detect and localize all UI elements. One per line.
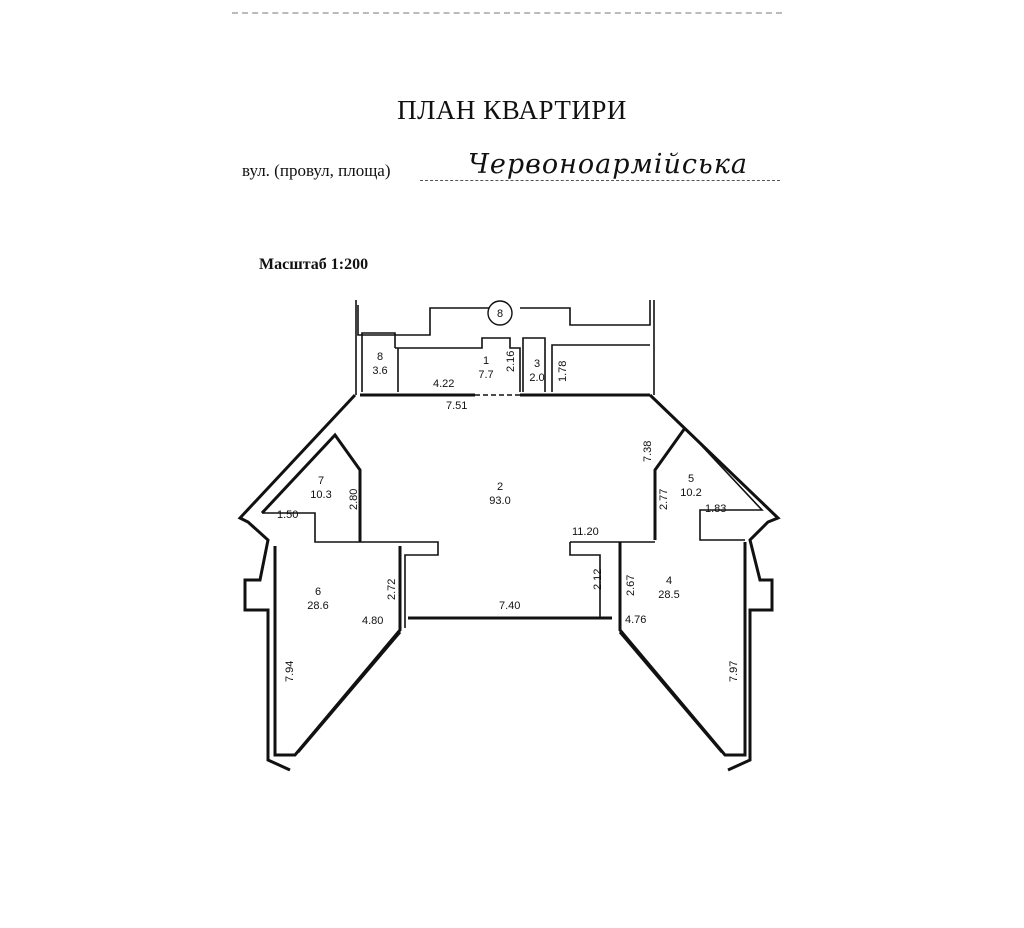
dimension: 2.16 <box>505 351 517 372</box>
room-2-number: 2 <box>497 481 503 493</box>
right-rooms <box>618 427 764 757</box>
room-8-area: 3.6 <box>372 365 387 377</box>
left-rooms <box>260 432 439 757</box>
room-6-area: 28.6 <box>307 600 328 612</box>
dimension: 7.51 <box>446 400 467 412</box>
page-edge <box>232 12 782 14</box>
room-2-area: 93.0 <box>489 495 510 507</box>
dimension: 7.38 <box>642 441 654 462</box>
dimension: 11.20 <box>572 526 599 538</box>
dimension: 1.50 <box>277 509 298 521</box>
top-rooms <box>360 332 650 397</box>
room-labels: 1 7.7 2 93.0 3 2.0 4 28.5 5 10.2 6 28.6 … <box>307 351 701 612</box>
room-6-number: 6 <box>315 586 321 598</box>
room-8-number: 8 <box>377 351 383 363</box>
dimension: 2.80 <box>348 489 360 510</box>
dimension: 4.22 <box>433 378 454 390</box>
document-title: ПЛАН КВАРТИРИ <box>397 95 627 125</box>
room-3-number: 3 <box>534 358 540 370</box>
street-label: вул. (провул, площа) <box>242 161 391 180</box>
street-underline <box>420 180 780 181</box>
street-field: вул. (провул, площа) Червоноармійська <box>240 149 780 185</box>
dimension: 2.77 <box>658 489 670 510</box>
axis-marker: 8 <box>487 300 513 326</box>
room-1-area: 7.7 <box>478 369 493 381</box>
dimension: 1.78 <box>557 361 569 382</box>
street-value-handwritten: Червоноармійська <box>468 149 748 180</box>
dimension: 4.80 <box>362 615 383 627</box>
room-4-area: 28.5 <box>658 589 679 601</box>
center-bottom <box>408 541 655 620</box>
room-1-number: 1 <box>483 355 489 367</box>
scale-label: Масштаб 1:200 <box>259 256 369 273</box>
room-4-number: 4 <box>666 575 672 587</box>
room-5-area: 10.2 <box>680 487 701 499</box>
outer-walls <box>237 300 781 772</box>
dimension-labels: 2.16 1.78 4.22 7.51 7.38 2.80 1.50 2.77 … <box>277 351 740 682</box>
room-5-number: 5 <box>688 473 694 485</box>
dimension: 7.40 <box>499 600 520 612</box>
dimension: 2.12 <box>592 569 604 590</box>
dimension: 2.72 <box>386 579 398 600</box>
dimension: 7.94 <box>284 661 296 682</box>
room-7-area: 10.3 <box>310 489 331 501</box>
dimension: 4.76 <box>625 614 646 626</box>
room-7-number: 7 <box>318 475 324 487</box>
room-3-area: 2.0 <box>529 372 544 384</box>
axis-marker-label: 8 <box>497 308 503 320</box>
dimension: 1.83 <box>705 503 726 515</box>
dimension: 2.67 <box>625 575 637 596</box>
dimension: 7.97 <box>728 661 740 682</box>
